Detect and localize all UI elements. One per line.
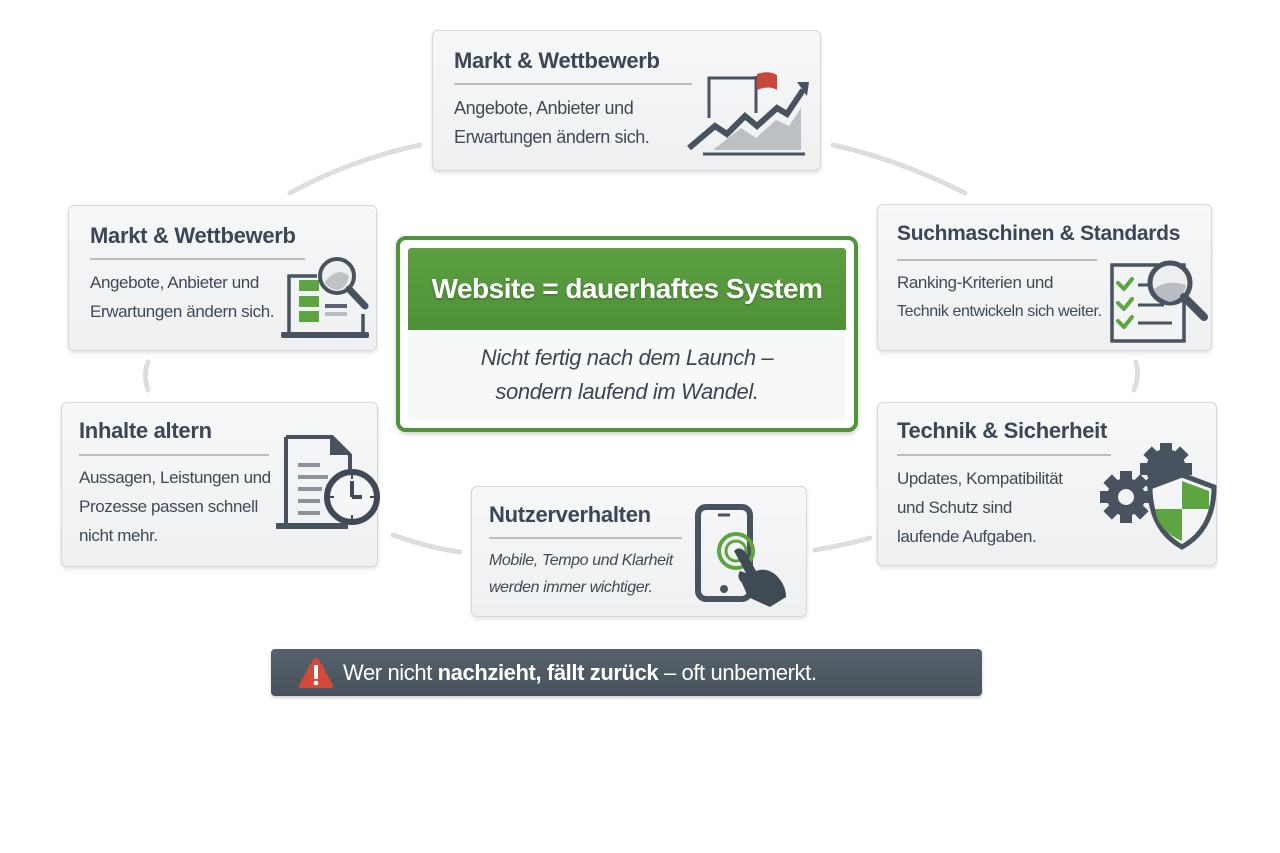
card-title: Markt & Wettbewerb xyxy=(90,223,296,248)
card-title: Markt & Wettbewerb xyxy=(454,48,660,73)
ring-arc-top-left xyxy=(287,142,423,196)
ring-arc-bottom-left xyxy=(390,532,463,555)
card-divider xyxy=(90,258,305,260)
card-description: Angebote, Anbieter und Erwartungen änder… xyxy=(90,273,275,321)
card-market-left: Markt & Wettbewerb Angebote, Anbieter un… xyxy=(68,205,377,351)
banner-text-pre: Wer nicht xyxy=(343,659,438,685)
card-user-behavior: Nutzerverhalten Mobile, Tempo und Klarhe… xyxy=(471,486,807,617)
center-subtitle-line2: sondern laufend im Wandel. xyxy=(495,379,759,404)
card-title: Inhalte altern xyxy=(79,418,212,443)
banner-text-bold: nachzieht, fällt zurück xyxy=(437,659,659,685)
ring-arc-bottom-right xyxy=(812,535,873,553)
trend-chart-flag-icon xyxy=(687,72,809,156)
card-title: Technik & Sicherheit xyxy=(897,418,1107,443)
checklist-magnifier-icon xyxy=(1110,260,1208,343)
ring-arc-top-right xyxy=(830,142,968,196)
smartphone-tap-icon xyxy=(695,504,786,607)
ring-arc-left xyxy=(143,359,151,393)
center-title: Website = dauerhaftes System xyxy=(408,248,846,330)
center-subtitle-line1: Nicht fertig nach dem Launch – xyxy=(480,345,774,370)
document-clock-icon xyxy=(276,435,380,529)
center-subtitle: Nicht fertig nach dem Launch – sondern l… xyxy=(408,330,846,420)
ring-arc-right xyxy=(1131,359,1141,393)
card-divider xyxy=(454,83,692,85)
card-divider xyxy=(489,537,682,539)
card-description: Ranking-Kriterien und Technik entwickeln… xyxy=(897,273,1102,320)
center-core-box: Website = dauerhaftes System Nicht ferti… xyxy=(396,236,858,432)
card-divider xyxy=(897,454,1111,456)
warning-banner: Wer nicht nachzieht, fällt zurück – oft … xyxy=(271,649,982,696)
card-tech-security: Technik & Sicherheit Updates, Kompatibil… xyxy=(877,402,1217,566)
warning-icon xyxy=(298,657,334,688)
card-title: Nutzerverhalten xyxy=(489,502,651,527)
card-title: Suchmaschinen & Standards xyxy=(897,222,1181,245)
card-search-engines: Suchmaschinen & Standards Ranking-Kriter… xyxy=(877,204,1212,351)
card-description: Mobile, Tempo und Klarheit werden immer … xyxy=(489,552,673,596)
gears-shield-icon xyxy=(1100,443,1217,550)
card-description: Updates, Kompatibilität und Schutz sind … xyxy=(897,469,1063,546)
banner-text-post: – oft unbemerkt. xyxy=(658,659,817,685)
card-divider xyxy=(79,454,269,456)
card-description: Angebote, Anbieter und Erwartungen änder… xyxy=(454,98,650,147)
card-market-top: Markt & Wettbewerb Angebote, Anbieter un… xyxy=(432,30,821,171)
card-description: Aussagen, Leistungen und Prozesse passen… xyxy=(79,468,271,545)
laptop-magnifier-icon xyxy=(281,257,369,338)
card-content-aging: Inhalte altern Aussagen, Leistungen und … xyxy=(61,402,380,567)
card-divider xyxy=(897,259,1097,261)
